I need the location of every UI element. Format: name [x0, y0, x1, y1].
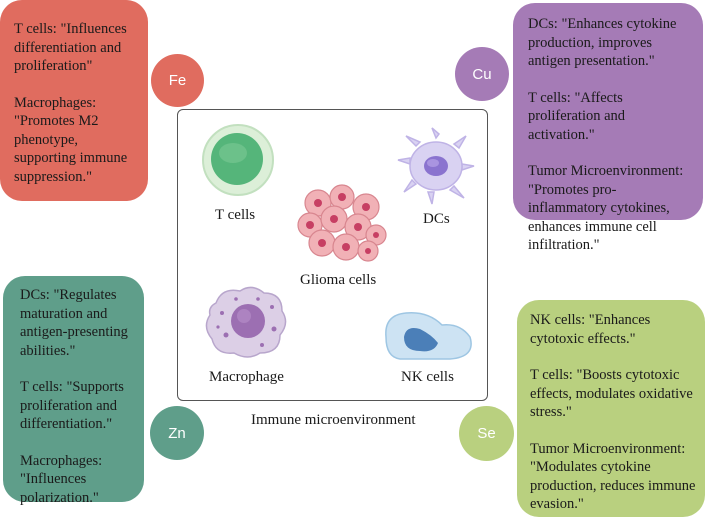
zn-symbol: Zn — [168, 424, 186, 442]
t-cells-label: T cells — [215, 207, 256, 223]
se-effect-t-cells: T cells: "Boosts cytotoxic effects, modu… — [530, 367, 693, 420]
zn-element-badge: Zn — [150, 406, 204, 460]
macrophage-illustration — [205, 286, 287, 358]
dcs-label: DCs — [423, 211, 450, 227]
glioma-cells-illustration — [297, 184, 387, 262]
cu-effect-dcs: DCs: "Enhances cytokine production, impr… — [528, 16, 677, 69]
fe-effect-macrophages: Macrophages: "Promotes M2 phenotype, sup… — [14, 94, 128, 185]
fe-element-badge: Fe — [151, 54, 204, 107]
se-symbol: Se — [477, 425, 496, 442]
zn-effects-box: DCs: "Regulates maturation and antigen-p… — [3, 276, 144, 506]
cu-effect-t-cells: T cells: "Affects proliferation and acti… — [528, 89, 626, 143]
macrophage-label: Macrophage — [209, 369, 284, 385]
cu-symbol: Cu — [472, 65, 492, 83]
cu-effect-tumor-microenvironment: Tumor Microenvironment: "Promotes pro-in… — [528, 163, 684, 253]
nk-cell-illustration — [385, 312, 472, 360]
immune-microenvironment-caption: Immune microenvironment — [251, 412, 416, 428]
se-effects-box: NK cells: "Enhances cytotoxic effects." … — [517, 300, 705, 517]
cu-effects-box: DCs: "Enhances cytokine production, impr… — [513, 3, 703, 253]
zn-effect-t-cells: T cells: "Supports proliferation and dif… — [20, 379, 124, 432]
se-effect-nk-cells: NK cells: "Enhances cytotoxic effects." — [530, 312, 651, 347]
se-element-badge: Se — [459, 406, 514, 461]
dendritic-cell-illustration — [397, 127, 475, 205]
fe-effect-t-cells: T cells: "Influences differentiation and… — [14, 21, 127, 74]
glioma-cells-label: Glioma cells — [300, 272, 377, 288]
nk-cells-label: NK cells — [401, 369, 454, 385]
se-effect-tumor-microenvironment: Tumor Microenvironment: "Modulates cytok… — [530, 440, 696, 513]
cu-element-badge: Cu — [455, 47, 509, 101]
t-cell-illustration — [202, 124, 274, 196]
zn-effect-dcs: DCs: "Regulates maturation and antigen-p… — [20, 287, 128, 359]
zn-effect-macrophages: Macrophages: "Influences polarization." — [20, 452, 103, 506]
fe-effects-box: T cells: "Influences differentiation and… — [0, 0, 148, 201]
fe-symbol: Fe — [168, 72, 187, 89]
